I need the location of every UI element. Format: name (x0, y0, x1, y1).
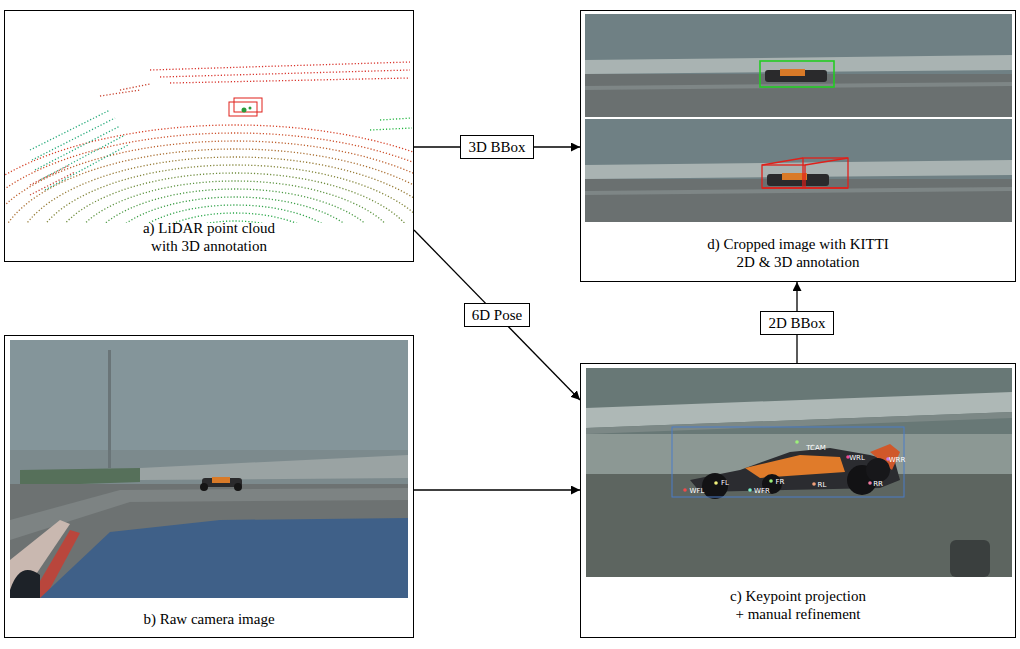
cropped-image-3d-part (585, 160, 1012, 179)
keypoint-label: FL (721, 479, 729, 487)
panel-caption: d) Cropped image with KITTI 2D & 3D anno… (701, 235, 896, 271)
keypoint-label: WFR (754, 487, 770, 495)
race-car-part (200, 483, 208, 491)
cropped-image-3d-part (762, 158, 848, 188)
keypoint-dots-part (812, 482, 816, 486)
keypoint-label: TCAM (806, 444, 826, 452)
point-cloud-part (5, 133, 413, 223)
keypoint-image (586, 368, 1012, 577)
flow-arrow (414, 489, 580, 490)
keypoint-dots-part (795, 440, 799, 444)
cropped-image-3d (585, 119, 1012, 222)
keypoint-image-part (586, 412, 1012, 434)
point-cloud-part (69, 181, 401, 223)
race-car (690, 444, 900, 499)
cropped-image-3d-part-part (762, 165, 805, 188)
camera-image-part (40, 518, 408, 598)
caption-block: a) LiDAR point cloud with 3D annotation (5, 219, 413, 255)
lidar-3d-box (229, 98, 262, 116)
edge-label: 6D Pose (464, 303, 530, 327)
camera-image-part (10, 570, 40, 598)
keypoint-dots (683, 440, 890, 492)
camera-image (10, 340, 408, 598)
caption-block: b) Raw camera image (5, 610, 413, 628)
lidar-3d-box-part (249, 107, 252, 110)
keypoint-dots-part (748, 488, 752, 492)
keypoint-dots-part (683, 488, 687, 492)
lidar-3d-box-part (229, 102, 257, 116)
race-car-part (702, 473, 728, 499)
race-car-part (866, 458, 890, 482)
point-cloud-part (123, 205, 347, 223)
cropped-image-2d-part (585, 14, 1012, 117)
cropped-image-2d-part (780, 69, 805, 76)
point-cloud-part (100, 84, 150, 96)
cropped-image-2d-part (765, 70, 827, 82)
keypoint-image-part (586, 368, 1012, 577)
image-panel: a) LiDAR point cloud with 3D annotation (4, 10, 414, 262)
point-cloud-part (87, 189, 383, 223)
panel-caption: b) Raw camera image (59, 610, 359, 628)
point-cloud-part (5, 125, 413, 223)
cropped-image-3d-part (585, 119, 1012, 222)
point-cloud-part (15, 157, 413, 223)
caption-block: d) Cropped image with KITTI 2D & 3D anno… (581, 235, 1015, 271)
caption-block: c) Keypoint projection + manual refineme… (581, 587, 1015, 623)
flow-arrow (414, 230, 580, 400)
camera-image-part (10, 340, 408, 598)
keypoint-label: RR (873, 480, 883, 488)
lidar-3d-box-part (234, 98, 262, 112)
race-car-part (234, 483, 242, 491)
camera-image-part (10, 484, 408, 598)
edge-label: 3D BBox (460, 135, 533, 159)
keypoint-label: WFL (690, 487, 705, 495)
cropped-image-3d-part-part (803, 158, 848, 188)
point-cloud-part (105, 197, 365, 223)
cropped-image-2d (585, 14, 1012, 117)
camera-image-part (20, 468, 140, 486)
keypoint-image-part (950, 540, 990, 577)
point-cloud-part (370, 118, 412, 130)
cropped-image-3d-part-part (762, 158, 848, 188)
lidar-3d-box-part (242, 108, 247, 113)
image-panel: d) Cropped image with KITTI 2D & 3D anno… (580, 10, 1016, 282)
image-panel: c) Keypoint projection + manual refineme… (580, 363, 1016, 638)
point-cloud-part (150, 62, 410, 83)
keypoint-label: FR (776, 478, 785, 486)
keypoint-dots-part (714, 481, 718, 485)
point-cloud-part (30, 165, 75, 195)
keypoint-dots-part (868, 481, 872, 485)
race-car (200, 477, 242, 491)
keypoint-image-part (672, 427, 904, 497)
camera-image-part (140, 455, 408, 480)
race-car-part (745, 455, 845, 478)
cropped-image-3d-part (767, 174, 829, 186)
race-car-part (212, 477, 230, 483)
cropped-image-2d-part (760, 61, 834, 87)
point-cloud-part (5, 149, 413, 223)
image-panel: b) Raw camera image (4, 335, 414, 638)
camera-image-part (108, 350, 111, 468)
keypoint-label: RL (818, 481, 827, 489)
point-cloud (5, 62, 413, 223)
edge-label: 2D BBox (760, 311, 833, 335)
panel-caption: a) LiDAR point cloud with 3D annotation (135, 219, 283, 255)
keypoint-label: WRL (849, 454, 865, 462)
keypoint-label: WRR (889, 456, 906, 464)
cropped-image-2d-part (585, 82, 1012, 90)
camera-image-part (10, 340, 408, 450)
panel-caption: c) Keypoint projection + manual refineme… (727, 587, 869, 623)
keypoint-dots-part (769, 479, 773, 483)
point-cloud-part (51, 173, 413, 223)
